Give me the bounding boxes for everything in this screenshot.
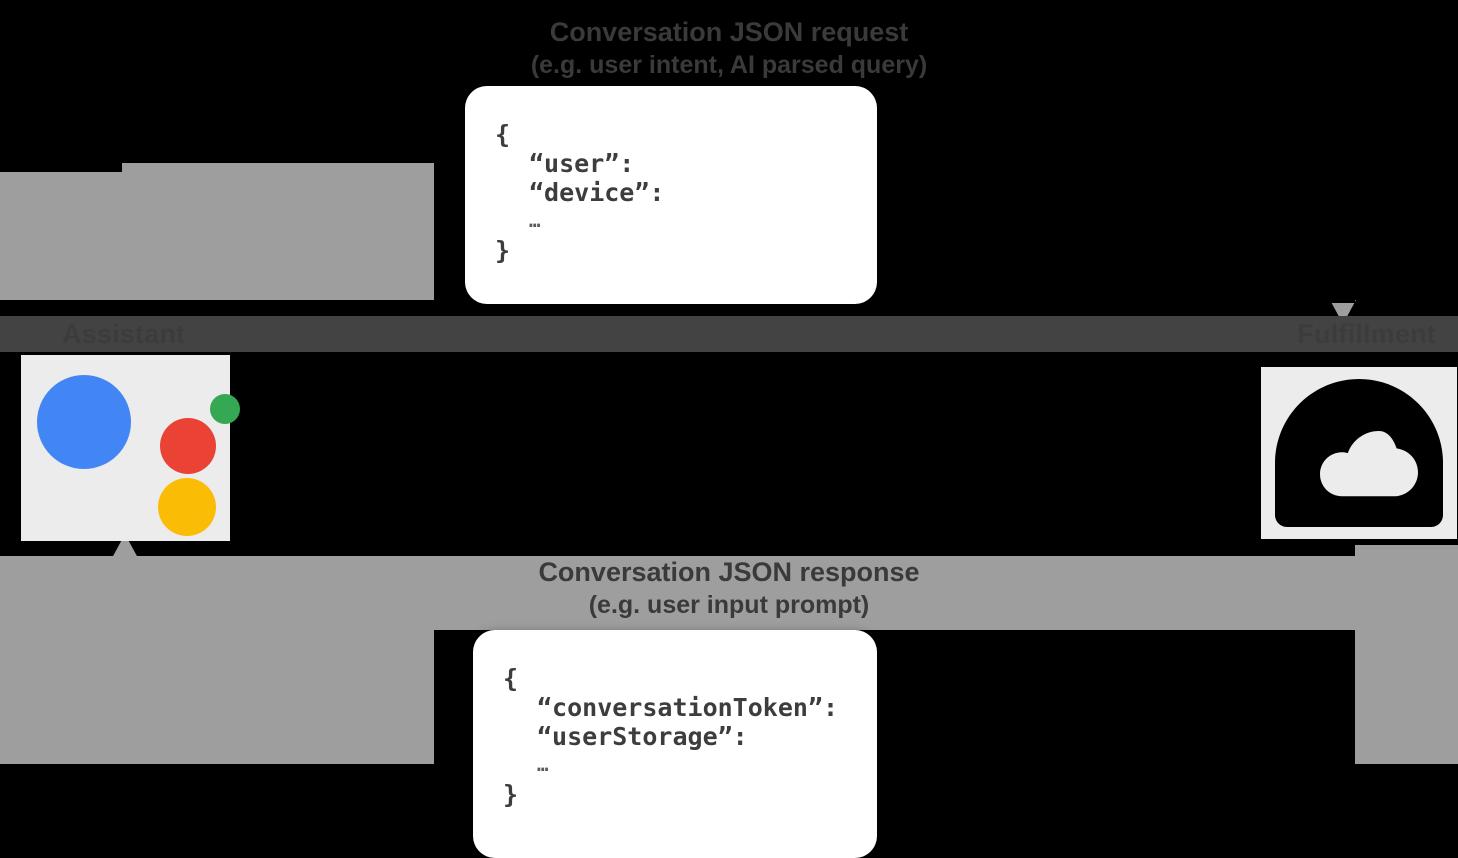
request-caption-line2: (e.g. user intent, AI parsed query): [530, 51, 928, 79]
response-caption-line2: (e.g. user input prompt): [588, 591, 870, 619]
response-json-card: { “conversationToken”: “userStorage”: … …: [473, 630, 877, 858]
json-close-brace: }: [495, 236, 511, 265]
fulfillment-node[interactable]: [1261, 367, 1457, 539]
json-open-brace: {: [503, 664, 519, 693]
request-json-card: { “user”: “device”: … }: [465, 86, 877, 304]
json-ellipsis: …: [537, 754, 549, 776]
request-caption-line1: Conversation JSON request: [549, 17, 909, 47]
request-caption: Conversation JSON request (e.g. user int…: [0, 16, 1458, 82]
json-open-brace: {: [495, 120, 511, 149]
response-arrow-band-right: [1355, 545, 1458, 764]
assistant-node[interactable]: [21, 355, 240, 541]
google-assistant-icon: [37, 375, 131, 469]
request-arrow-band-left: [0, 172, 122, 300]
response-caption-line1: Conversation JSON response: [538, 557, 920, 587]
json-key-device: “device”:: [529, 178, 665, 207]
json-close-brace: }: [503, 780, 519, 809]
json-key-user-storage: “userStorage”:: [537, 722, 748, 751]
json-key-conversation-token: “conversationToken”:: [537, 693, 839, 722]
json-key-user: “user”:: [529, 149, 635, 178]
json-ellipsis: …: [529, 210, 541, 232]
google-assistant-dot-yellow: [158, 478, 216, 536]
response-caption: Conversation JSON response (e.g. user in…: [0, 556, 1458, 622]
node-label-assistant: Assistant: [62, 319, 186, 349]
google-assistant-dot-red: [160, 418, 216, 474]
node-label-fulfillment: Fulfillment: [1297, 319, 1436, 349]
cloud-functions-icon: [1275, 379, 1443, 527]
google-assistant-dot-green: [210, 394, 240, 424]
node-lane: [0, 316, 1458, 352]
